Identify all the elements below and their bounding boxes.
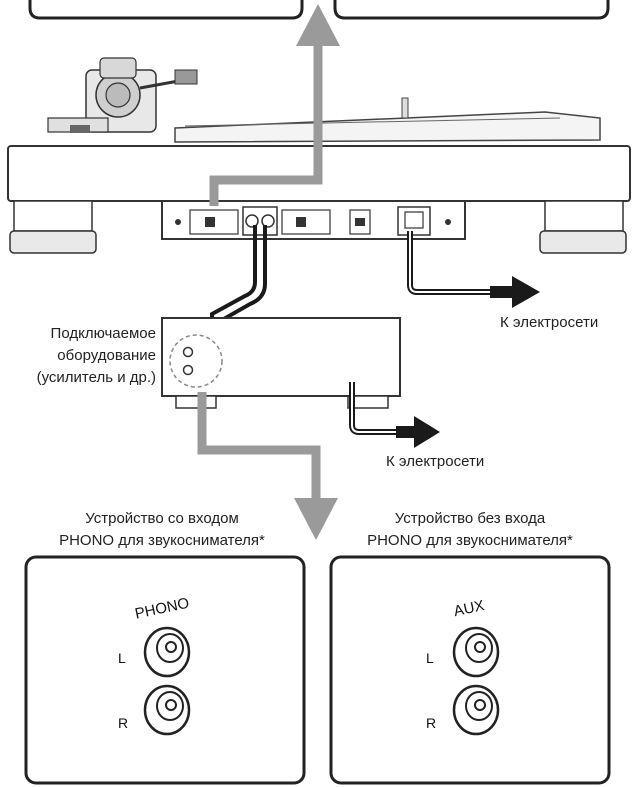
turntable-platter (174, 111, 601, 143)
power-inlet (397, 206, 431, 236)
equipment-label-line3: (усилитель и др.) (37, 369, 156, 386)
phono-jack-right (143, 684, 191, 736)
phono-device-caption-2: PHONO для звукоснимателя* (59, 532, 265, 549)
top-left-box-edge (28, 0, 304, 20)
turntable-power-cable (407, 231, 490, 295)
amplifier (161, 317, 401, 409)
gray-arrow-down (197, 392, 338, 540)
aux-panel-right-label: R (426, 715, 436, 731)
aux-jack-left (452, 626, 500, 678)
audio-cable-2 (196, 225, 267, 372)
top-right-box-edge (333, 0, 610, 20)
foot-right (544, 200, 624, 232)
aux-device-caption-1: Устройство без входа (395, 510, 546, 527)
amplifier-input-highlight (169, 334, 223, 388)
gray-arrow-up (209, 4, 340, 206)
phono-device-caption-1: Устройство со входом (85, 510, 239, 527)
aux-panel: AUX L R (329, 555, 611, 785)
to-outlet-label-1: К электросети (500, 314, 598, 331)
aux-device-caption-2: PHONO для звукоснимателя* (367, 532, 573, 549)
phono-panel-right-label: R (118, 715, 128, 731)
audio-cable (196, 225, 257, 356)
switch-2 (281, 209, 331, 235)
tonearm (47, 57, 198, 133)
arrow-to-outlet-1 (490, 276, 540, 308)
spindle (401, 97, 409, 119)
phono-panel: PHONO L R (24, 555, 306, 785)
foot-right-base (539, 230, 627, 254)
aux-panel-title: AUX (452, 597, 486, 620)
equipment-label-line2: оборудование (57, 347, 156, 364)
foot-left-base (9, 230, 97, 254)
equipment-label-line1: Подключаемое (51, 325, 156, 342)
platter-line (184, 117, 561, 127)
foot-left (13, 200, 93, 232)
to-outlet-label-2: К электросети (386, 453, 484, 470)
phono-jack-left (143, 626, 191, 678)
aux-panel-left-label: L (426, 650, 434, 666)
aux-jack-right (452, 684, 500, 736)
arrow-to-outlet-2 (396, 416, 440, 448)
phono-panel-left-label: L (118, 650, 126, 666)
